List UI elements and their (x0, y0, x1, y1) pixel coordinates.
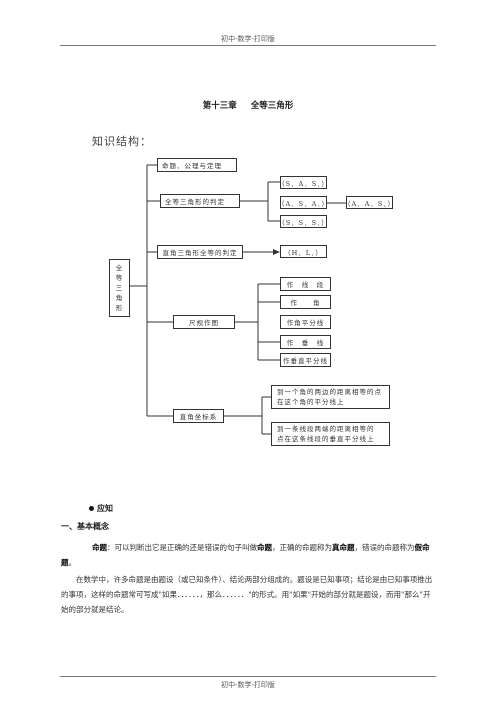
bullet-text: 应知 (97, 504, 113, 513)
arrow-head-icon (273, 249, 280, 255)
header-rule (60, 45, 436, 46)
construction-item: 作角平分线 (280, 315, 331, 329)
text: ，错误的命题称为 (354, 543, 415, 552)
footer-rule (60, 676, 436, 677)
construction-item: 作 线 段 (280, 277, 331, 291)
construction-item: 作 垂 线 (280, 335, 331, 349)
diagram-root-box: 全 等 三 角 形 (109, 259, 130, 317)
branch-coordinate-system: 直角坐标系 (173, 409, 224, 423)
text: 。 (68, 558, 77, 567)
branch-congruence-criteria: 全等三角形的判定 (160, 194, 240, 208)
criterion-aas: （A．A．S．） (344, 196, 394, 209)
paragraph-proposition: 命题：可以判断出它是正确的还是错误的句子叫做命题，正确的命题称为真命题，错误的命… (61, 540, 437, 570)
page-footer: 初中-数学-打印版 (221, 681, 275, 689)
construction-item: 作垂直平分线 (280, 353, 331, 367)
term-true-proposition: 真命题 (332, 543, 355, 552)
term-proposition: 命题 (92, 543, 107, 552)
paragraph-hypothesis-conclusion: 在数学中，许多命题是由题设（或已知条件）、结论两部分组成的。题设是已知事项；结论… (61, 575, 433, 614)
root-char: 角 (115, 294, 124, 302)
knowledge-structure-heading: 知识结构： (92, 135, 152, 148)
term-false-proposition: 假命题 (61, 543, 430, 567)
branch-propositions: 命题、公理与定理 (157, 158, 237, 172)
bullet-icon (89, 506, 94, 511)
root-char: 三 (115, 284, 124, 292)
text: ：可以判断出它是正确的还是错误的句子叫做 (107, 543, 257, 552)
root-char: 全 (115, 264, 124, 272)
locus-line: 在这个角的平分线上 (277, 398, 345, 406)
term-proposition: 命题 (257, 543, 272, 552)
bullet-heading: 应知 (89, 503, 113, 514)
locus-line: 到一条线段两端的距离相等的 (277, 425, 375, 433)
criterion-sss: （S．S．S．） (278, 215, 328, 228)
criterion-sas: （S．A．S．） (278, 176, 328, 189)
root-char: 等 (115, 274, 124, 282)
locus-line: 到一个角的两边的距离相等的点 (277, 388, 382, 396)
page-header: 初中-数学-打印版 (221, 35, 275, 43)
construction-item: 作 角 (280, 295, 331, 309)
criterion-asa: （A．S．A．） (278, 196, 328, 209)
section-heading: 一、基本概念 (61, 522, 109, 531)
locus-angle-bisector: 到一个角的两边的距离相等的点 在这个角的平分线上 (271, 385, 390, 409)
chapter-title: 第十三章 全等三角形 (0, 99, 496, 111)
chapter-name: 全等三角形 (250, 101, 294, 111)
branch-right-triangle-criteria: 直角三角形全等的判定 (157, 245, 243, 259)
locus-line: 点在这条线段的垂直平分线上 (277, 435, 375, 443)
root-char: 形 (115, 304, 124, 312)
chapter-number: 第十三章 (202, 101, 237, 111)
locus-perpendicular-bisector: 到一条线段两端的距离相等的 点在这条线段的垂直平分线上 (271, 422, 390, 446)
criterion-hl: （H．L．） (280, 245, 327, 258)
text: ，正确的命题称为 (272, 543, 332, 552)
branch-ruler-compass: 尺规作图 (173, 315, 235, 329)
